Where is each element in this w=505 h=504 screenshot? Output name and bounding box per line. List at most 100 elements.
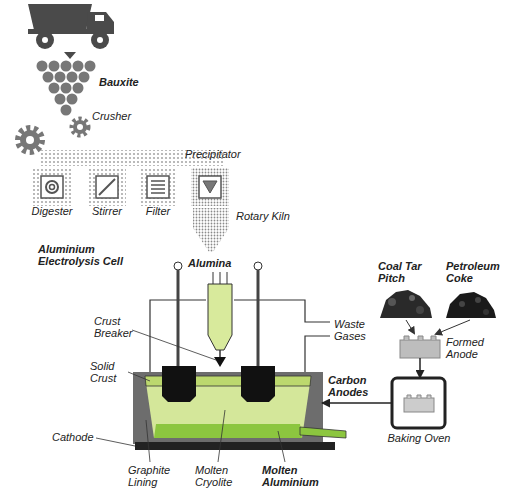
digester-icon	[41, 176, 63, 198]
pitch-lump	[416, 306, 424, 314]
node-label: Precipitator	[185, 148, 255, 160]
gear-teeth	[18, 128, 42, 152]
dotted-frame	[191, 168, 229, 206]
anode-terminal	[254, 262, 262, 270]
filter-icon	[151, 181, 165, 193]
crust-breaker	[214, 357, 226, 367]
anode-rod	[257, 270, 260, 368]
carbon-anode	[241, 366, 275, 402]
part-label: Alumina	[188, 257, 248, 269]
leader-line	[146, 420, 150, 462]
anode-stubs	[404, 336, 436, 340]
process-box: Filter	[143, 172, 173, 202]
part-label: Crust Breaker	[94, 315, 140, 339]
dotted-frame	[88, 168, 126, 206]
precipitator-icon	[199, 176, 221, 198]
leader-line	[128, 372, 150, 381]
anode-stubs	[407, 395, 431, 398]
dotted-frame	[139, 168, 177, 206]
node-label: Digester	[22, 205, 82, 217]
precipitator-icon	[203, 181, 217, 193]
flow-triangle	[64, 52, 76, 59]
leader-lines	[96, 330, 285, 462]
stirrer-icon	[99, 179, 115, 195]
ore-ball	[73, 61, 84, 72]
formed-anode-block	[400, 340, 440, 358]
ore-ball	[55, 72, 66, 83]
crust-breaker-rod	[219, 350, 221, 357]
formed-anode: Formed Anode	[400, 338, 440, 358]
digester-icon	[46, 181, 58, 193]
graphite-lining	[133, 372, 323, 444]
coke-grain	[483, 309, 489, 315]
petroleum-coke-pile	[446, 292, 496, 318]
ore-ball	[79, 72, 90, 83]
baking-oven	[392, 378, 445, 428]
part-label: Rotary Kiln	[236, 210, 306, 222]
ore-ball	[43, 72, 54, 83]
part-label: Bauxite	[99, 76, 159, 88]
ore-ball	[61, 83, 72, 94]
coke-grain	[459, 301, 465, 307]
process-box: Precipitator	[195, 172, 225, 202]
ore-ball	[49, 61, 60, 72]
feed-arrow	[406, 320, 414, 333]
ore-ball	[73, 83, 84, 94]
truck-wheel	[91, 31, 109, 49]
process-box: Stirrer	[92, 172, 122, 202]
truck-window	[95, 15, 104, 21]
edge-label: Carbon Anodes	[328, 374, 386, 398]
anode-in-oven	[404, 398, 434, 412]
gear-hole	[77, 124, 83, 130]
pitch-lump	[409, 295, 415, 301]
leader-line	[278, 431, 285, 462]
filter-icon	[147, 176, 169, 198]
digester-icon	[50, 185, 55, 190]
node-label: Baking Oven	[378, 432, 460, 444]
rotary-kiln	[193, 208, 229, 252]
ore-ball	[55, 94, 66, 105]
flow-arrow	[322, 402, 392, 404]
coke-grain	[475, 297, 481, 303]
gear	[73, 120, 87, 134]
ore-ball	[49, 83, 60, 94]
ore-ball	[67, 94, 78, 105]
leader-line	[96, 438, 135, 446]
ore-ball	[37, 61, 48, 72]
anode-rod	[177, 270, 180, 368]
bauxite-pile	[37, 61, 96, 116]
dump-truck	[28, 4, 114, 49]
node-label: Stirrer	[77, 205, 137, 217]
molten-aluminium	[154, 424, 302, 438]
ore-ball	[61, 105, 72, 116]
part-label: Molten Aluminium	[262, 464, 322, 488]
tap-pipe	[300, 427, 346, 438]
ore-ball	[67, 72, 78, 83]
part-label: Cathode	[52, 431, 102, 443]
baking-oven: Baking Oven	[392, 378, 445, 428]
feed-arrow	[436, 320, 470, 334]
part-label: Coal Tar Pitch	[378, 260, 430, 284]
part-label: Waste Gases	[334, 318, 379, 342]
node-label: Aluminium Electrolysis Cell	[38, 243, 138, 267]
gear-teeth	[72, 119, 88, 135]
part-label: Solid Crust	[90, 360, 130, 384]
leader-line	[132, 330, 216, 360]
part-label: Molten Cryolite	[195, 464, 250, 488]
anode-terminal	[174, 262, 182, 270]
node-label: Filter	[128, 205, 188, 217]
stirrer-icon	[96, 176, 118, 198]
truck-bed	[28, 4, 92, 30]
ore-ball	[61, 61, 72, 72]
flow-arrow	[419, 358, 421, 378]
leader-line	[218, 410, 225, 462]
pitch-lump	[388, 298, 396, 306]
gear-hole	[26, 136, 34, 144]
wheel-hub	[97, 37, 103, 43]
gear	[20, 130, 40, 150]
node-label: Formed Anode	[446, 336, 501, 360]
coal-tar-pitch-pile	[380, 290, 432, 318]
part-label: Petroleum Coke	[446, 260, 502, 284]
process-box: Digester	[37, 172, 67, 202]
